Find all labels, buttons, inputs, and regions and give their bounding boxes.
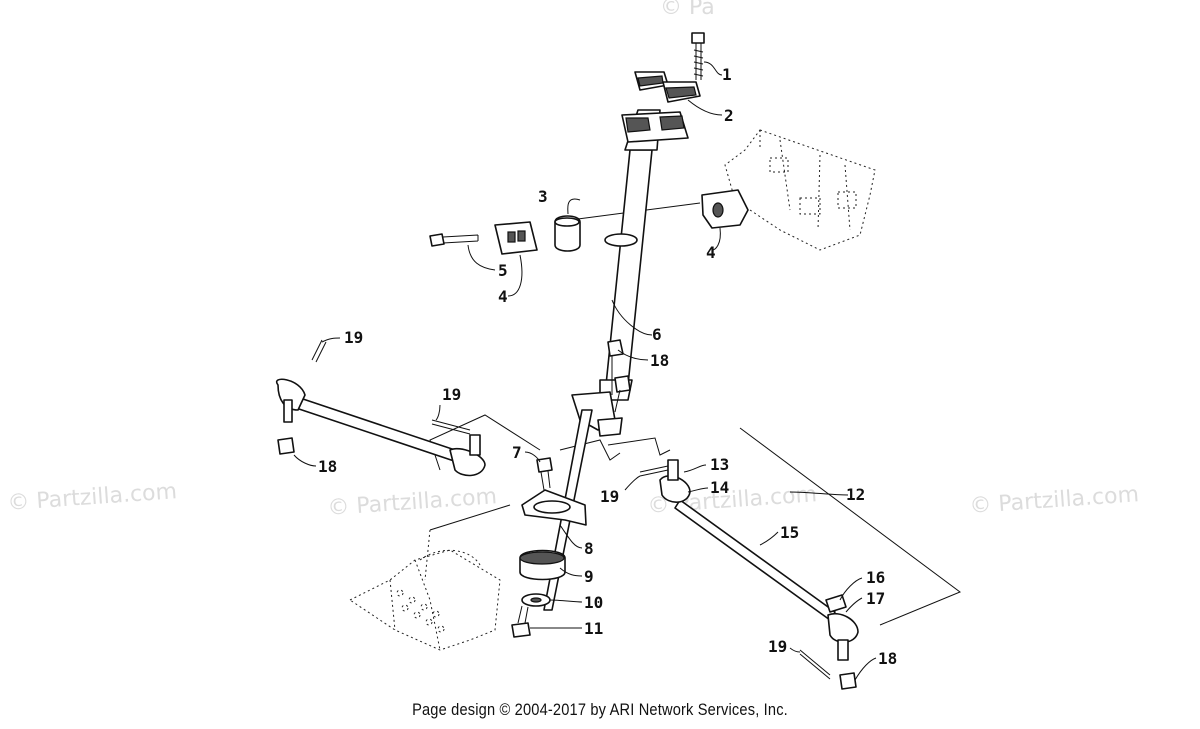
callout-18-right: 18 (878, 649, 897, 668)
clamp-bolt (691, 32, 705, 80)
callout-16: 16 (866, 568, 885, 587)
bearing-housing (521, 489, 587, 526)
callouts: 1 2 3 4 5 4 6 18 7 8 9 10 11 12 13 14 15… (318, 65, 897, 668)
holder-block-left (494, 221, 538, 255)
callout-19-right-bottom: 19 (768, 637, 787, 656)
watermark-group: © Pa © Partzilla.com © Partzilla.com © P… (7, 0, 1140, 521)
callout-13: 13 (710, 455, 729, 474)
lower-bolt (511, 605, 531, 638)
washer (521, 593, 551, 607)
column-clamp-caps (621, 71, 701, 143)
watermark-center-left: © Partzilla.com (327, 484, 498, 521)
callout-2: 2 (724, 106, 734, 125)
callout-19-right-top: 19 (600, 487, 619, 506)
callout-9: 9 (584, 567, 594, 586)
frame-bracket-upper (724, 129, 876, 251)
holder-block-right (701, 189, 749, 229)
bushing (554, 215, 581, 252)
callout-18-left: 18 (318, 457, 337, 476)
callout-19-left-mid: 19 (442, 385, 461, 404)
page-footer-copyright: Page design © 2004-2017 by ARI Network S… (412, 700, 788, 719)
bearing (519, 549, 566, 581)
watermark-right: © Partzilla.com (969, 482, 1140, 519)
callout-6: 6 (652, 325, 662, 344)
left-cotter-pins (311, 339, 471, 435)
left-tie-rod (275, 378, 486, 477)
callout-14: 14 (710, 478, 729, 497)
callout-12: 12 (846, 485, 865, 504)
right-cotter-pins (639, 465, 831, 680)
callout-3: 3 (538, 187, 548, 206)
watermark-top: © Pa (660, 0, 715, 20)
callout-11: 11 (584, 619, 603, 638)
callout-17: 17 (866, 589, 885, 608)
frame-lower (349, 549, 501, 651)
callout-1: 1 (722, 65, 732, 84)
callout-18-column: 18 (650, 351, 669, 370)
callout-5: 5 (498, 261, 508, 280)
callout-8: 8 (584, 539, 594, 558)
watermark-left: © Partzilla.com (7, 479, 178, 516)
callout-7: 7 (512, 443, 522, 462)
callout-10: 10 (584, 593, 603, 612)
right-tie-rod (659, 459, 859, 690)
housing-bolt (536, 457, 553, 491)
callout-4-left: 4 (498, 287, 508, 306)
callout-15: 15 (780, 523, 799, 542)
callout-4-right: 4 (706, 243, 716, 262)
callout-19-left-top: 19 (344, 328, 363, 347)
column-arm-nuts (607, 339, 631, 413)
leader-lines (293, 61, 877, 681)
holder-bolt (429, 233, 479, 247)
